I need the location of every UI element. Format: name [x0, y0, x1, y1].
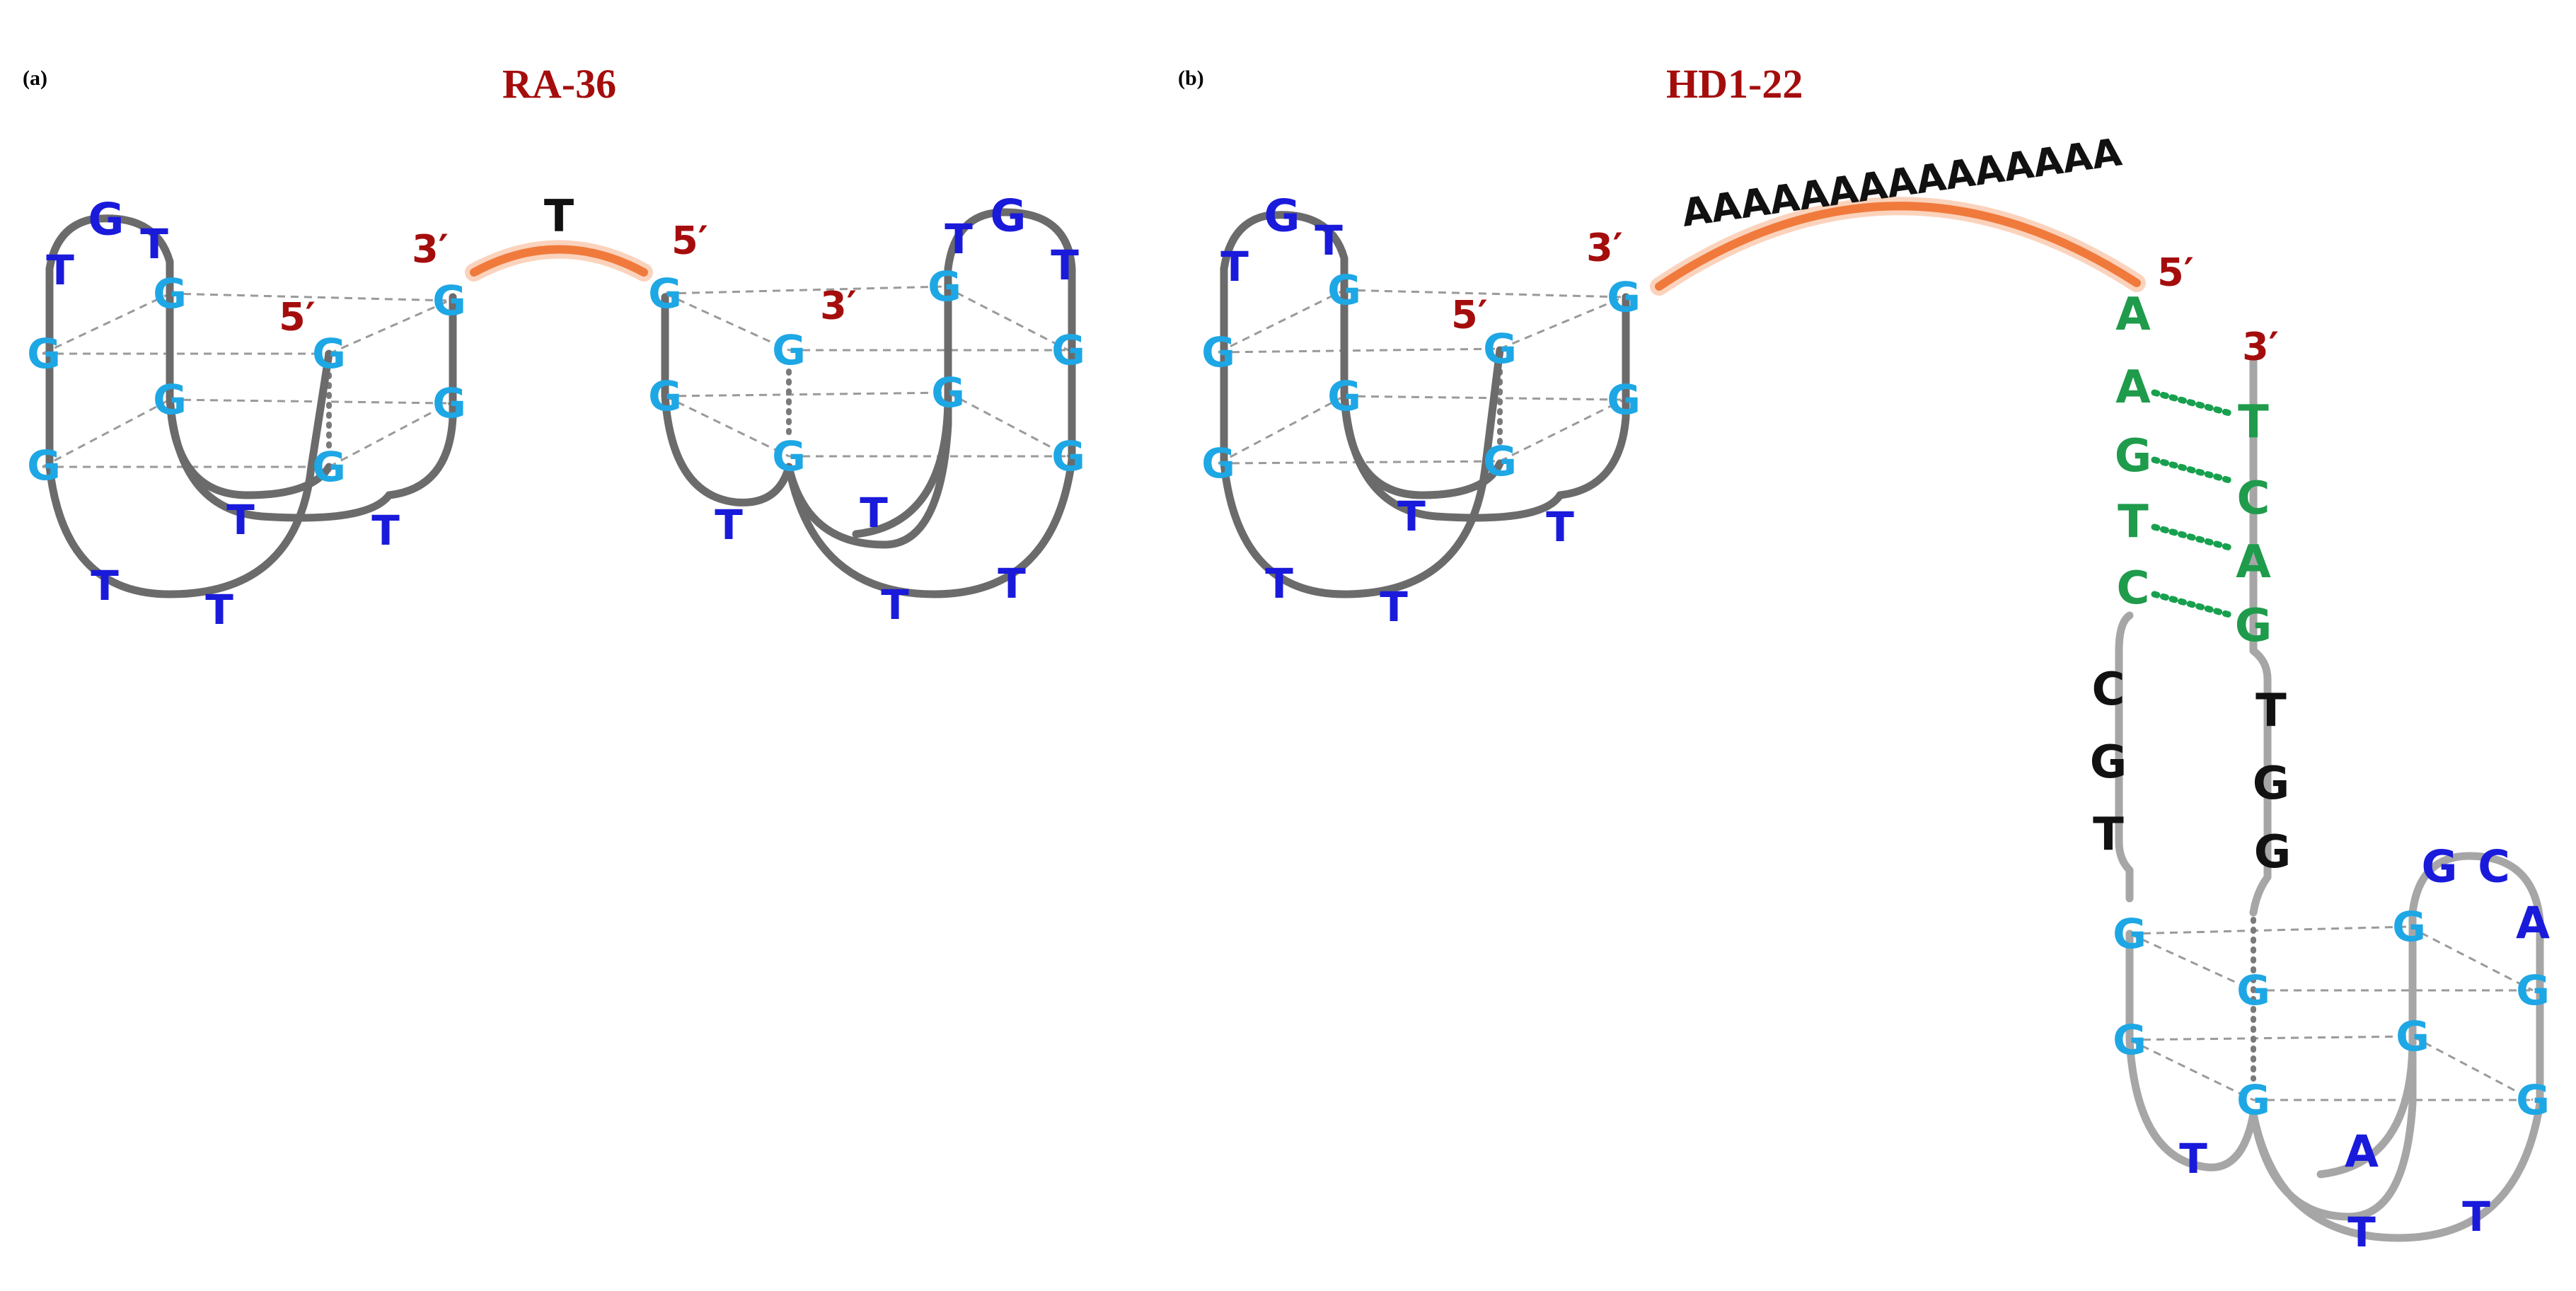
- hd122-left-g4: [1218, 211, 1630, 598]
- hd122-left-inner-loop-2: T: [1546, 503, 1574, 551]
- hd122-right-connector-2: G: [2253, 758, 2290, 810]
- ra36-right-top-loop-2: G: [990, 190, 1027, 242]
- ra36-right-g-4: G: [1051, 326, 1085, 374]
- hd122-polyA-linker: AAAAAAAAAAAAAAA: [1679, 129, 2125, 236]
- ra36-left-3prime: 3′: [412, 227, 449, 272]
- hd122-lower-g4: G C A T A T T G G G G G G G G: [2113, 841, 2550, 1257]
- hd122-left-g-7: G: [1201, 439, 1235, 487]
- ra36-right-g4: [661, 208, 1076, 598]
- ra36-right-g-1: G: [648, 270, 682, 318]
- hd122-left-g-1: G: [1327, 266, 1361, 314]
- ra36-right-g-3: G: [772, 326, 806, 374]
- ra36-left-g-7: G: [27, 441, 61, 490]
- hd122-duplex-5prime: 5′: [2157, 250, 2194, 295]
- hd122-duplex-3prime: 3′: [2242, 325, 2279, 369]
- panel-a-tag: (a): [23, 66, 47, 90]
- ra36-right-top-loop-3: T: [1051, 241, 1079, 289]
- hd122-lower-g-6: G: [2396, 1012, 2430, 1060]
- hd122-right-strand-3: A: [2236, 536, 2271, 589]
- ra36-right-g-5: G: [648, 372, 682, 420]
- hd122-left-outer-loop-2: T: [1380, 583, 1408, 631]
- ra36-left-g-2: G: [432, 277, 466, 325]
- hd122-left-top-loop-2: G: [1264, 190, 1300, 242]
- hd122-right-strand-4: G: [2235, 600, 2272, 652]
- hd122-lower-top-loop-1: G: [2422, 841, 2458, 893]
- hd122-left-3prime: 3′: [1586, 226, 1623, 270]
- hd122-left-g-4: G: [1483, 325, 1517, 373]
- ra36-left-outer-loop-2: T: [205, 586, 233, 634]
- hd122-left-strand-3: G: [2115, 430, 2152, 482]
- ra36-left-g-4: G: [312, 330, 346, 378]
- ra36-left-inner-loop-1: T: [226, 496, 255, 544]
- hd122-right-strand-1: T: [2238, 396, 2269, 448]
- hd122-lower-outer-loop-1: T: [2347, 1208, 2376, 1256]
- hd122-lower-outer-loop-2: T: [2462, 1193, 2490, 1241]
- ra36-left-g-3: G: [27, 330, 61, 378]
- ra36-left-5prime: 5′: [279, 295, 316, 340]
- ra36-left-top-loop-1: T: [46, 246, 74, 294]
- ra36-right-g-2: G: [928, 262, 961, 311]
- hd122-lower-g-1: G: [2113, 910, 2147, 958]
- ra36-right-g-7: G: [772, 432, 806, 480]
- ra36-left-g-5: G: [153, 376, 187, 424]
- panel-b: (b) HD1-22 AAAAAAAAAAAAAAA 3′ 5′ T G T: [1178, 61, 2550, 1256]
- panel-a: (a) RA-36 T: [23, 61, 1085, 634]
- ra36-right-top-loop-1: T: [945, 215, 973, 263]
- hd122-lower-g-2: G: [2392, 903, 2426, 951]
- hd122-left-5prime: 5′: [1451, 293, 1488, 337]
- hd122-left-inner-loop-1: T: [1397, 492, 1426, 540]
- hd122-left-top-loop-3: T: [1315, 216, 1343, 265]
- ra36-left-g4: [42, 214, 457, 598]
- hd122-left-g-8: G: [1483, 437, 1517, 485]
- ra36-left-top-loop-3: T: [140, 220, 168, 268]
- ra36-linker-base: T: [544, 190, 574, 242]
- hd122-left-top-loop-1: T: [1220, 243, 1249, 291]
- hd122-left-g-3: G: [1201, 328, 1235, 376]
- hd122-left-outer-loop-1: T: [1265, 560, 1293, 608]
- hd122-left-strand-1: A: [2115, 289, 2151, 341]
- hd122-lower-g-5: G: [2113, 1016, 2147, 1064]
- hd122-left-strand-4: T: [2118, 496, 2149, 548]
- hd122-left-g-6: G: [1607, 376, 1641, 424]
- hd122-left-strand-5: C: [2117, 562, 2150, 615]
- ra36-left-g-6: G: [432, 379, 466, 427]
- hd122-lower-g-4: G: [2516, 966, 2550, 1014]
- hd122-lower-g-8: G: [2516, 1076, 2550, 1124]
- hd122-right-connector-1: T: [2256, 685, 2287, 737]
- hd122-lower-inner-loop-1: T: [2179, 1135, 2207, 1183]
- hd122-left-g-2: G: [1607, 273, 1641, 321]
- ra36-labels: 3′ 5′ 5′ 3′ T G T T T T T G G G G G G G …: [27, 190, 1085, 635]
- hd122-left-strand-2: A: [2115, 361, 2151, 414]
- hd122-left-connector-2: G: [2090, 736, 2127, 789]
- ra36-left-top-loop-2: G: [88, 194, 125, 245]
- ra36-right-inner-loop-1: T: [715, 501, 743, 549]
- hd122-lower-inner-loop-2: A: [2345, 1126, 2379, 1178]
- hd122-lower-g-7: G: [2236, 1076, 2270, 1124]
- hd122-right-strand-2: C: [2237, 473, 2270, 525]
- ra36-left-outer-loop-1: T: [91, 562, 119, 610]
- ra36-left-inner-loop-2: T: [371, 506, 400, 555]
- hd122-duplex-stem: 5′ 3′ A A G T C T C A G C G T T G G: [2090, 250, 2292, 917]
- ra36-right-inner-loop-2: T: [860, 489, 888, 537]
- hd122-lower-top-loop-3: A: [2516, 898, 2550, 949]
- ra36-right-g-6: G: [931, 369, 965, 417]
- hd122-left-g-5: G: [1327, 372, 1361, 420]
- panel-a-title: RA-36: [502, 61, 616, 107]
- hd122-right-connector-3: G: [2254, 826, 2292, 879]
- ra36-right-g-8: G: [1051, 432, 1085, 480]
- ra36-left-g-1: G: [153, 270, 187, 318]
- ra36-right-outer-loop-1: T: [881, 581, 909, 629]
- ra36-right-3prime: 3′: [820, 284, 857, 328]
- panel-b-tag: (b): [1178, 66, 1204, 90]
- hd122-lower-top-loop-2: C: [2478, 841, 2510, 893]
- hd122-lower-g-3: G: [2236, 966, 2270, 1014]
- hd122-left-connector-1: C: [2092, 664, 2125, 716]
- panel-b-title: HD1-22: [1666, 61, 1803, 107]
- ra36-left-g-8: G: [312, 443, 346, 491]
- ra36-right-outer-loop-2: T: [998, 560, 1026, 608]
- hd122-left-connector-3: T: [2093, 809, 2124, 861]
- ra36-right-5prime: 5′: [671, 219, 708, 263]
